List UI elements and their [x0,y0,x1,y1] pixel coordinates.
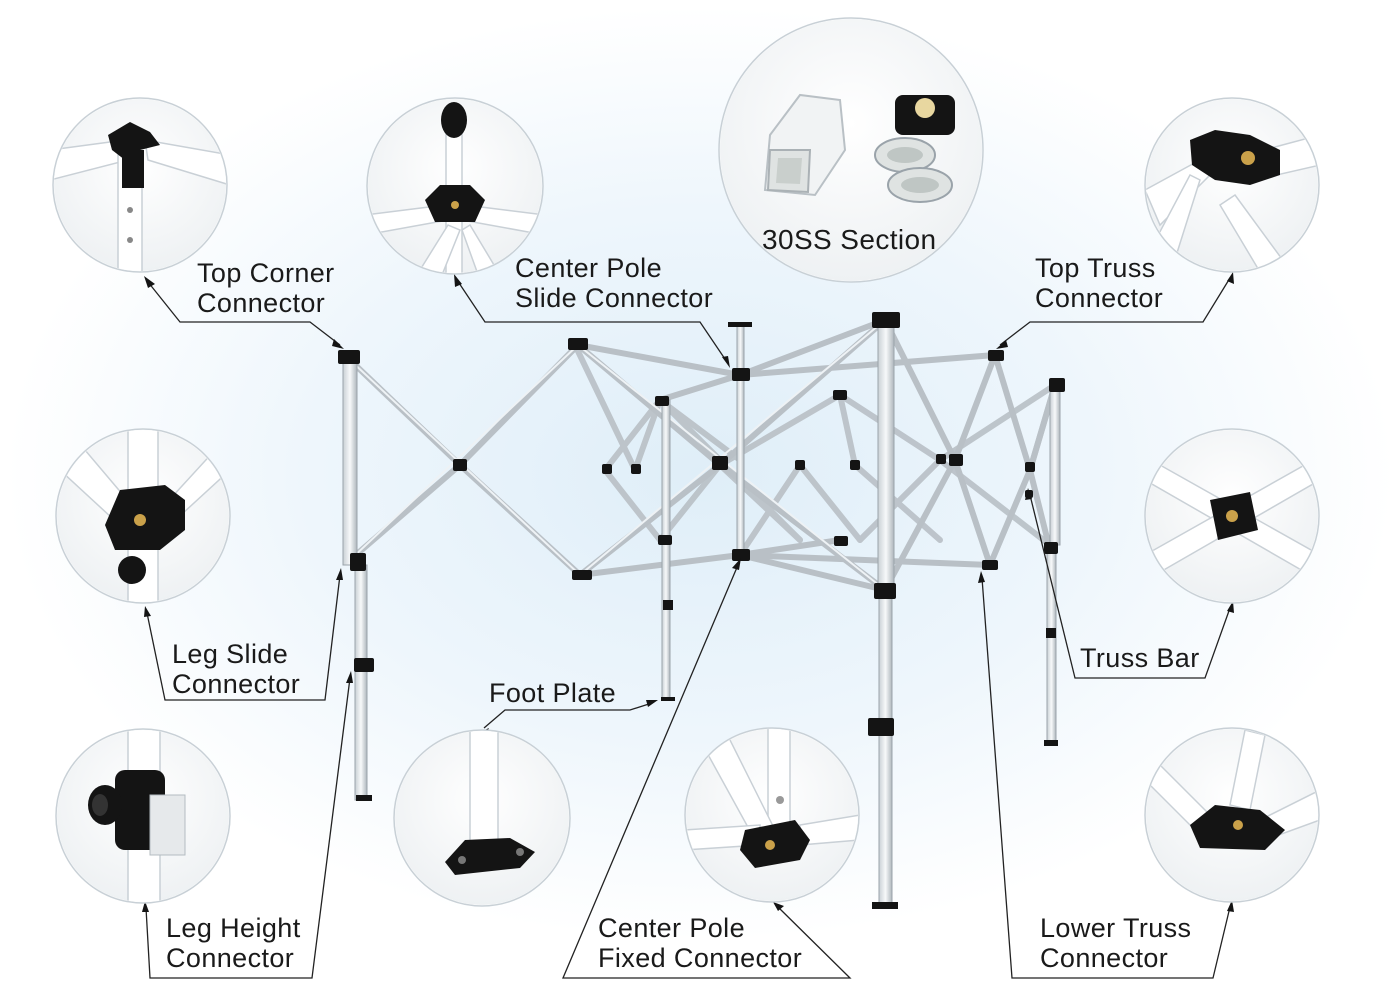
center-pole-fixed-label-line1: Center Pole [598,913,745,943]
leg-slide-connector-photo [55,428,231,604]
lower-truss-label-line2: Connector [1040,943,1168,973]
truss-bar-label: Truss Bar [1080,643,1200,673]
top-corner-label-line1: Top Corner [197,258,335,288]
leg-slide-label-line2: Connector [172,669,300,699]
lower-truss-label-line1: Lower Truss [1040,913,1191,943]
center-pole-slide-connector-photo [366,97,544,275]
center-pole-slide-label-line1: Center Pole [515,253,662,283]
center-pole-fixed-label-line2: Fixed Connector [598,943,802,973]
leg-height-label-line2: Connector [166,943,294,973]
leg-slide-label-line1: Leg Slide [172,639,288,669]
leg-height-label-line1: Leg Height [166,913,301,943]
foot-plate-label: Foot Plate [489,678,616,708]
top-corner-label-line2: Connector [197,288,325,318]
callout-labels: Top Corner Connector Center Pole Slide C… [166,224,1200,973]
leader-lines [142,272,1234,979]
top-truss-label-line2: Connector [1035,283,1163,313]
truss-bar-photo [1144,428,1320,604]
foot-plate-photo [393,729,571,907]
lower-truss-connector-photo [1144,727,1320,903]
top-truss-label-line1: Top Truss [1035,253,1156,283]
section-profile-photo [718,17,984,283]
leg-height-connector-photo [55,728,231,904]
center-pole-slide-label-line2: Slide Connector [515,283,713,313]
top-truss-connector-photo [1144,97,1320,273]
center-pole-fixed-connector-photo [684,727,860,903]
top-corner-connector-photo [52,97,228,273]
canopy-frame [338,312,1065,909]
section-label: 30SS Section [762,224,936,255]
